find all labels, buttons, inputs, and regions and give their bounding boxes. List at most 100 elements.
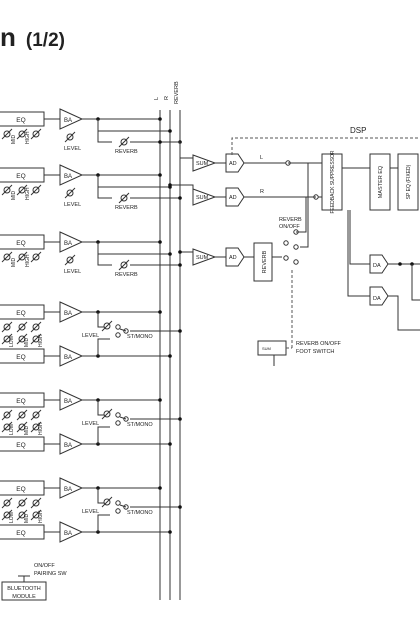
junction-dot xyxy=(168,129,172,133)
stereo-channel-2-eq-bottom-label: EQ xyxy=(16,442,25,449)
stereo-channel-3-ba-top xyxy=(59,477,84,499)
stereo-channel-2-high-knob2-icon-arrow xyxy=(30,421,42,433)
stereo-channel-1-ba-bottom xyxy=(59,345,84,367)
channel-2-level-knob-icon-arrow xyxy=(64,187,76,199)
junction-dot xyxy=(158,117,162,121)
junction-dot xyxy=(168,354,172,358)
pairing-label-2: PAIRING SW xyxy=(34,571,67,577)
channel-1-low-label: LOW xyxy=(0,132,2,144)
junction-dot xyxy=(158,486,162,490)
bus-l-to-sum xyxy=(160,141,193,159)
stereo-channel-3-eq-bottom-label: EQ xyxy=(16,530,25,537)
bus-r-to-sum xyxy=(170,184,194,192)
bluetooth-label-2: MODULE xyxy=(12,594,36,600)
channel-1-low-knob-icon-arrow xyxy=(1,128,13,140)
stereo-channel-2-low-knob2-icon-arrow xyxy=(1,421,13,433)
channel-3-low-knob-icon-arrow xyxy=(1,251,13,263)
da-2-out xyxy=(388,295,420,331)
bluetooth-label-1: BLUETOOTH xyxy=(7,586,41,592)
stereo-channel-1-mid-knob2-icon-arrow xyxy=(16,333,28,345)
junction-dot xyxy=(178,329,182,333)
stereo-channel-3-high-knob-icon-arrow xyxy=(30,497,42,509)
channel-2-low-label: LOW xyxy=(0,188,2,200)
da-1-label: DA xyxy=(373,263,381,269)
node-circle xyxy=(115,332,121,338)
stereo-channel-3-low-knob-icon-arrow xyxy=(1,497,13,509)
junction-dot xyxy=(178,196,182,200)
ad-rev-label: AD xyxy=(229,255,237,261)
stereo-channel-2-ba-top-label: BA xyxy=(64,399,72,405)
stereo-channel-1-mid-label: MID xyxy=(24,337,30,347)
channel-2-mid-label: MID xyxy=(11,190,17,200)
node-circle xyxy=(115,508,121,514)
dsp-boundary xyxy=(231,137,420,155)
wire xyxy=(119,504,127,508)
channel-2-rev-wire xyxy=(97,187,112,199)
reverb-on-off-label-1: REVERB xyxy=(279,217,302,223)
r-signal-label: R xyxy=(260,189,264,195)
stereo-channel-1-ba-top xyxy=(59,301,84,323)
stereo-channel-2-st-mono-label: ST/MONO xyxy=(127,422,153,428)
channel-1-mid-label: MID xyxy=(11,134,17,144)
channel-1-ba-amp xyxy=(59,108,84,130)
stereo-channel-3-low-label: LOW xyxy=(9,511,15,523)
sum-rev-label: SUM xyxy=(196,255,209,261)
stereo-channel-2-low-knob-icon-arrow xyxy=(1,409,13,421)
channel-2-level-label: LEVEL xyxy=(64,202,81,208)
feedback-suppressor-label: FEEDBACK SUPPRESSOR xyxy=(330,150,336,213)
stereo-channel-2-low-label: LOW xyxy=(9,423,15,435)
sp-eq xyxy=(397,153,419,211)
node-circle xyxy=(115,412,121,418)
master-eq-label: MASTER EQ xyxy=(378,165,384,198)
ad-rev xyxy=(225,247,245,267)
pairing-label-1: ON/OFF xyxy=(34,563,55,569)
l-signal-label: L xyxy=(260,155,263,161)
stereo-channel-2-level-label: LEVEL xyxy=(82,421,99,427)
channel-2-ba-amp xyxy=(59,164,84,186)
da-2 xyxy=(369,286,389,306)
junction-dot xyxy=(158,310,162,314)
stereo-channel-1-ba-top-label: BA xyxy=(64,311,72,317)
stereo-channel-1-ba-bottom-label: BA xyxy=(64,355,72,361)
junction-dot xyxy=(158,173,162,177)
channel-2-eq-label: EQ xyxy=(16,173,25,180)
channel-3-mid-knob-icon-arrow xyxy=(16,251,28,263)
ad-r xyxy=(225,187,245,207)
channel-2-low-knob-icon-arrow xyxy=(1,184,13,196)
channel-3-rev-wire xyxy=(97,254,112,266)
stereo-channel-1-level-knob-icon-arrow xyxy=(101,320,113,332)
stereo-channel-2-ba-top xyxy=(59,389,84,411)
stereo-channel-3-eq-top-label: EQ xyxy=(16,486,25,493)
stereo-channel-3-low-knob2-icon-arrow xyxy=(1,509,13,521)
ad-l-label: AD xyxy=(229,161,237,167)
channel-2-out-r xyxy=(97,175,170,188)
channel-2-reverb-label: REVERB xyxy=(115,205,138,211)
stereo-channel-3-high-label: HIGH xyxy=(38,510,44,523)
stereo-channel-3-level-label: LEVEL xyxy=(82,509,99,515)
wire xyxy=(411,264,420,301)
stereo-channel-2-mid-knob-icon-arrow xyxy=(16,409,28,421)
junction-dot xyxy=(158,240,162,244)
node-circle xyxy=(115,324,121,330)
ad-r-label: AD xyxy=(229,195,237,201)
stereo-channel-2-high-knob-icon-arrow xyxy=(30,409,42,421)
title-page-number: (1/2) xyxy=(25,30,65,51)
sum-l-label: SUM xyxy=(196,161,209,167)
channel-1-eq-label: EQ xyxy=(16,117,25,124)
channel-3-mid-label: MID xyxy=(11,257,17,267)
channel-2-reverb-knob-icon-arrow xyxy=(118,192,130,204)
channel-1-reverb-knob-icon-arrow xyxy=(118,136,130,148)
channel-2-high-label: HIGH xyxy=(25,187,31,200)
stereo-channel-1-high-knob-icon-arrow xyxy=(30,321,42,333)
channel-2-mid-knob-icon-arrow xyxy=(16,184,28,196)
channel-2-ba-label: BA xyxy=(64,174,72,180)
sp-eq-label: SP EQ (FIXED) xyxy=(406,164,412,199)
channel-1-high-label: HIGH xyxy=(25,131,31,144)
channel-2-high-knob-icon-arrow xyxy=(30,184,42,196)
da-feed-2 xyxy=(347,210,370,297)
stereo-channel-2-high-label: HIGH xyxy=(38,422,44,435)
channel-3-level-label: LEVEL xyxy=(64,269,81,275)
channel-1-mid-knob-icon-arrow xyxy=(16,128,28,140)
stereo-channel-2-ba-bottom xyxy=(59,433,84,455)
channel-3-high-knob-icon-arrow xyxy=(30,251,42,263)
